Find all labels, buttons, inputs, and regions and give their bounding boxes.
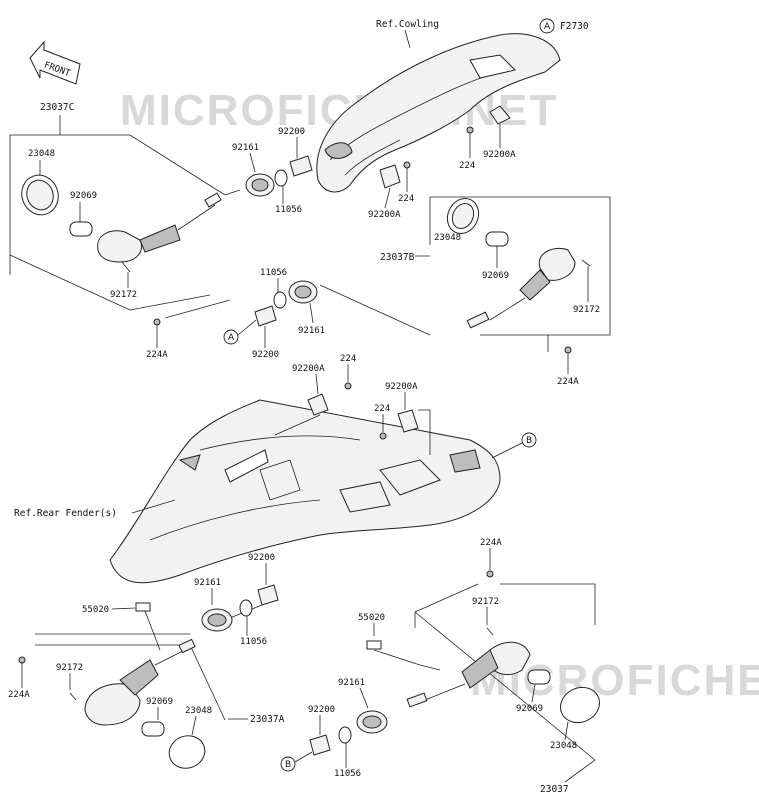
bracket-92200a-fender-b <box>397 409 419 433</box>
label-11056-top: 11056 <box>275 205 302 215</box>
label-92172-tl: 92172 <box>110 290 137 300</box>
rear-fender-ref-label: Ref.Rear Fender(s) <box>14 508 117 519</box>
label-23037a: 23037A <box>250 714 285 725</box>
bolt-224a-tl <box>153 318 161 326</box>
clip-55020-bl <box>135 602 151 612</box>
signal-housing-tr <box>466 247 576 329</box>
label-92172-tr: 92172 <box>573 305 600 315</box>
signal-housing-tl <box>97 192 222 263</box>
bulb-92069-tl <box>69 221 93 237</box>
label-23048-br: 23048 <box>550 741 577 751</box>
cowling-ref-part <box>316 33 561 193</box>
lens-23048-tl <box>21 174 59 216</box>
screw-92172-br <box>486 627 494 636</box>
label-23048-tl: 23048 <box>28 149 55 159</box>
bolt-224-fender-a <box>344 382 352 390</box>
bolt-224a-br <box>486 570 494 578</box>
label-92161-bl: 92161 <box>194 578 221 588</box>
label-92200-bl: 92200 <box>248 553 275 563</box>
gasket-92161-mid <box>288 280 318 304</box>
label-92172-bl: 92172 <box>56 663 83 673</box>
svg-text:A: A <box>228 333 235 343</box>
label-92069-br: 92069 <box>516 704 543 714</box>
nut-11056-bl <box>239 599 253 617</box>
cowling-ref-label: Ref.Cowling <box>376 19 439 30</box>
label-92200a-top: 92200A <box>483 150 516 160</box>
svg-text:A: A <box>544 22 551 32</box>
label-55020-br: 55020 <box>358 613 385 623</box>
bulb-92069-bl <box>141 721 165 737</box>
label-11056-bl: 11056 <box>240 637 267 647</box>
label-23037c: 23037C <box>40 102 74 113</box>
label-23048-bl: 23048 <box>185 706 212 716</box>
label-23048-tr: 23048 <box>434 233 461 243</box>
callout-b-mid: B <box>521 432 537 448</box>
plate-92200-top <box>289 155 313 177</box>
nut-11056-mid <box>273 291 287 309</box>
label-224-fender-b: 224 <box>374 404 390 414</box>
label-92200-top: 92200 <box>278 127 305 137</box>
label-224-top: 224 <box>459 161 475 171</box>
nut-11056-br <box>338 726 352 744</box>
bolt-224-top <box>466 126 474 134</box>
bolt-224-mid <box>403 161 411 169</box>
label-23037: 23037 <box>540 784 569 795</box>
nut-11056-top <box>274 169 288 187</box>
callout-a-mid: A <box>223 329 239 345</box>
lens-23048-br <box>560 686 600 724</box>
gasket-92161-br <box>356 710 388 734</box>
label-92161-top: 92161 <box>232 143 259 153</box>
screw-92172-tl <box>121 261 131 273</box>
label-92161-mid: 92161 <box>298 326 325 336</box>
signal-housing-br <box>406 641 531 708</box>
label-92172-br: 92172 <box>472 597 499 607</box>
bulb-92069-br <box>527 669 551 685</box>
label-92200a-fender-b: 92200A <box>385 382 418 392</box>
lens-23048-tr <box>446 197 480 235</box>
label-224a-tl: 224A <box>146 350 168 360</box>
bracket-92200a-fender-a <box>307 393 329 416</box>
plate-92200-bl <box>257 584 279 606</box>
bolt-224a-bl <box>18 656 26 664</box>
label-92069-tl: 92069 <box>70 191 97 201</box>
lens-23048-bl <box>168 735 206 769</box>
signal-housing-bl <box>84 638 196 726</box>
label-11056-br: 11056 <box>334 769 361 779</box>
bolt-224a-tr <box>564 346 572 354</box>
callout-a-top: A <box>539 18 555 34</box>
label-92069-bl: 92069 <box>146 697 173 707</box>
label-92200-br: 92200 <box>308 705 335 715</box>
label-92069-tr: 92069 <box>482 271 509 281</box>
label-224-mid: 224 <box>398 194 414 204</box>
plate-92200-br <box>309 734 331 756</box>
label-92200-mid: 92200 <box>252 350 279 360</box>
svg-text:B: B <box>526 436 532 446</box>
callout-b-bottom: B <box>280 756 296 772</box>
label-92200a-mid: 92200A <box>368 210 401 220</box>
label-224-fender-a: 224 <box>340 354 356 364</box>
plate-92200-mid <box>254 305 277 327</box>
bracket-92200a-mid <box>379 164 401 189</box>
label-92161-br: 92161 <box>338 678 365 688</box>
label-224a-bl: 224A <box>8 690 30 700</box>
gasket-92161-top <box>245 173 275 197</box>
bulb-92069-tr <box>485 231 509 247</box>
gasket-92161-bl <box>201 608 233 632</box>
svg-text:B: B <box>285 760 291 770</box>
bracket-92200a-top <box>489 105 511 125</box>
rear-fender-ref-part <box>109 399 501 584</box>
screw-92172-tr <box>581 259 591 267</box>
clip-55020-br <box>366 640 382 650</box>
label-224a-br: 224A <box>480 538 502 548</box>
figure-ref-label: F2730 <box>560 21 589 32</box>
bolt-224-fender-b <box>379 432 387 440</box>
label-11056-mid: 11056 <box>260 268 287 278</box>
front-arrow-icon: FRONT <box>29 40 81 85</box>
screw-92172-bl <box>69 692 77 701</box>
label-224a-tr: 224A <box>557 377 579 387</box>
label-92200a-fender-a: 92200A <box>292 364 325 374</box>
label-23037b: 23037B <box>380 252 415 263</box>
label-55020-bl: 55020 <box>82 605 109 615</box>
